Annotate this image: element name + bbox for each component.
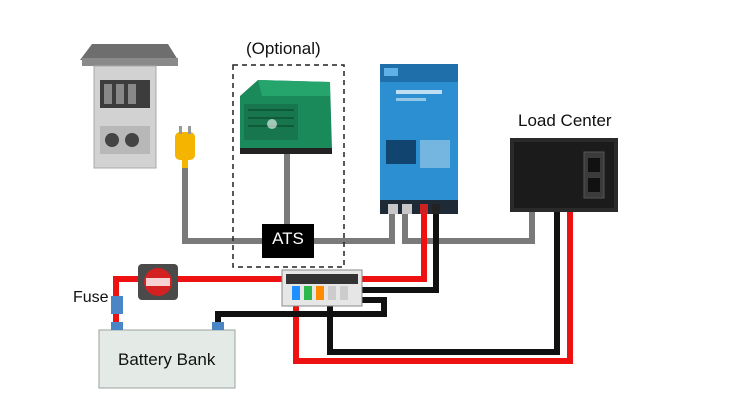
bus-to-load-positive-wire [293,210,573,364]
shore-to-ats-wire [182,160,262,244]
optional-label: (Optional) [246,39,321,58]
battery-bank-icon [98,322,236,389]
generator-icon [240,80,332,154]
ats-box [262,224,314,258]
battery-negative-wire [215,297,387,322]
ats-to-inverter-wire [314,212,395,244]
fuse-label: Fuse [73,289,109,306]
ac-wiring [182,150,535,244]
yellow-plug-icon [175,126,195,168]
inverter-to-load-wire [402,210,535,244]
load-center-panel-icon [510,138,618,212]
load-center-label: Load Center [518,111,612,130]
fuse-icon [111,296,123,314]
dc-distribution-bus-icon [281,269,363,307]
bus-to-inverter-negative-wire [356,212,439,293]
dc-negative-wiring [215,210,560,355]
ats-label: ATS [272,229,304,248]
bus-to-inverter-positive-wire [362,212,427,282]
optional-box [232,64,345,268]
bus-to-load-negative-wire [327,210,560,355]
inverter-charger-icon [380,64,458,214]
battery-disconnect-switch-icon [138,264,178,300]
battery-bank-label: Battery Bank [118,350,216,369]
power-pedestal-icon [80,44,178,169]
